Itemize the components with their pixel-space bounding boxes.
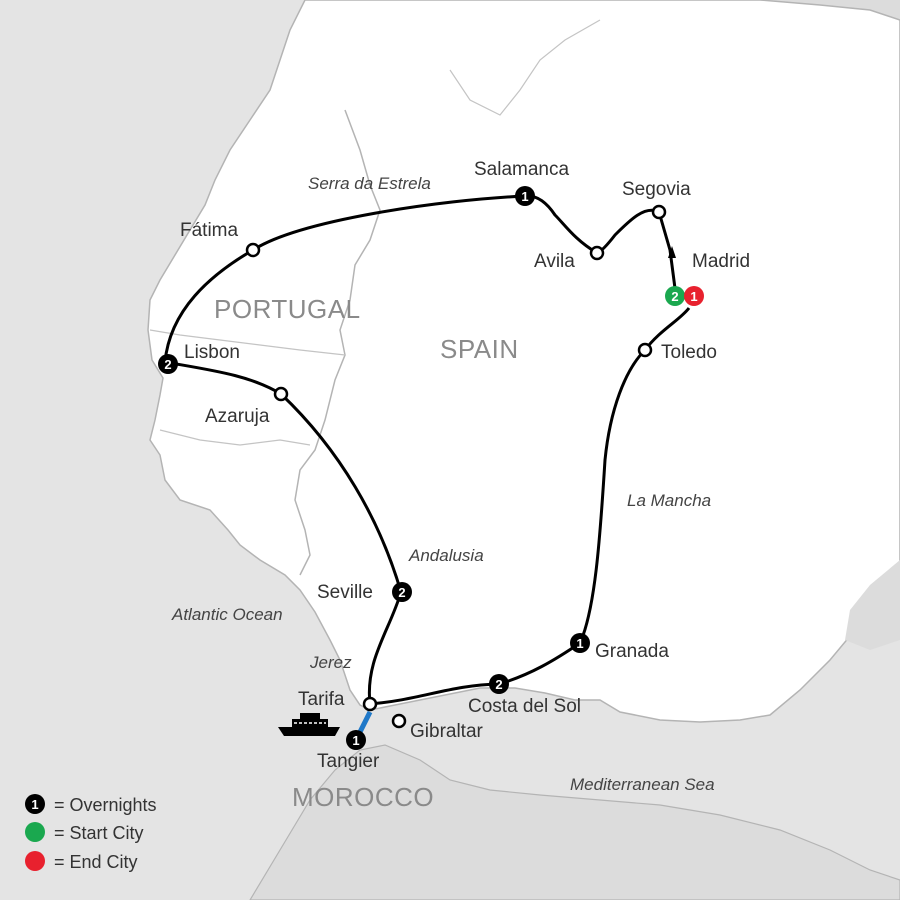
svg-text:= Overnights: = Overnights xyxy=(54,795,157,815)
region-label-atlantic-ocean: Atlantic Ocean xyxy=(171,605,283,624)
city-label-lisbon: Lisbon xyxy=(184,342,240,363)
city-label-segovia: Segovia xyxy=(622,179,691,200)
region-border-north xyxy=(449,19,601,116)
svg-text:1: 1 xyxy=(31,797,38,812)
city-label-azaruja: Azaruja xyxy=(205,406,270,427)
legend-overnights: 1 = Overnights xyxy=(25,794,157,815)
tour-route xyxy=(163,194,691,706)
region-label-andalusia: Andalusia xyxy=(408,546,484,565)
legend-end-city: = End City xyxy=(25,851,138,872)
region-label-jerez: Jerez xyxy=(309,653,352,672)
badge-lisbon: 2 xyxy=(158,354,178,374)
svg-text:2: 2 xyxy=(495,677,502,692)
svg-text:= End City: = End City xyxy=(54,852,138,872)
svg-text:1: 1 xyxy=(576,636,583,651)
city-label-fatima: Fátima xyxy=(180,220,239,241)
east-land xyxy=(845,560,900,650)
city-label-tarifa: Tarifa xyxy=(298,689,345,710)
badge-madrid-end: 1 xyxy=(684,286,704,306)
ferry-icon xyxy=(278,713,340,736)
region-label-la-mancha: La Mancha xyxy=(627,491,711,510)
city-label-tangier: Tangier xyxy=(317,751,380,772)
legend-start-city: = Start City xyxy=(25,822,144,843)
badge-seville: 2 xyxy=(392,582,412,602)
country-label-spain: SPAIN xyxy=(440,334,519,364)
arrow-up-icon xyxy=(668,246,676,258)
stop-fatima xyxy=(245,242,261,258)
iberia-land xyxy=(147,0,900,723)
city-label-costa-del-sol: Costa del Sol xyxy=(468,696,581,717)
region-border-south xyxy=(159,429,311,446)
badge-salamanca: 1 xyxy=(515,186,535,206)
svg-text:1: 1 xyxy=(352,733,359,748)
city-label-salamanca: Salamanca xyxy=(474,159,569,180)
stop-gibraltar xyxy=(391,713,407,729)
city-label-madrid: Madrid xyxy=(692,251,750,272)
stop-toledo xyxy=(637,342,653,358)
region-label-serra-da-estrela: Serra da Estrela xyxy=(308,174,431,193)
country-label-morocco: MOROCCO xyxy=(292,782,434,812)
badge-tangier: 1 xyxy=(346,730,366,750)
svg-text:2: 2 xyxy=(398,585,405,600)
svg-text:2: 2 xyxy=(164,357,171,372)
ferry-route xyxy=(357,710,373,734)
region-label-mediterranean-sea: Mediterranean Sea xyxy=(570,775,715,794)
svg-text:1: 1 xyxy=(690,289,697,304)
badge-granada: 1 xyxy=(570,633,590,653)
region-border-mid xyxy=(149,329,346,356)
stop-tarifa xyxy=(362,696,378,712)
legend: 1 = Overnights = Start City = End City xyxy=(25,794,157,872)
badge-costa-del-sol: 2 xyxy=(489,674,509,694)
svg-text:1: 1 xyxy=(521,189,528,204)
stop-segovia xyxy=(651,204,667,220)
svg-text:= Start City: = Start City xyxy=(54,823,144,843)
city-label-avila: Avila xyxy=(534,251,575,272)
city-label-granada: Granada xyxy=(595,641,669,662)
stop-azaruja xyxy=(273,386,289,402)
stop-avila xyxy=(589,245,605,261)
country-label-portugal: PORTUGAL xyxy=(214,294,361,324)
city-label-seville: Seville xyxy=(317,582,373,603)
svg-text:2: 2 xyxy=(671,289,678,304)
city-label-toledo: Toledo xyxy=(661,342,717,363)
badge-madrid-start: 2 xyxy=(665,286,685,306)
morocco-land xyxy=(249,744,900,900)
city-label-gibraltar: Gibraltar xyxy=(410,721,484,742)
